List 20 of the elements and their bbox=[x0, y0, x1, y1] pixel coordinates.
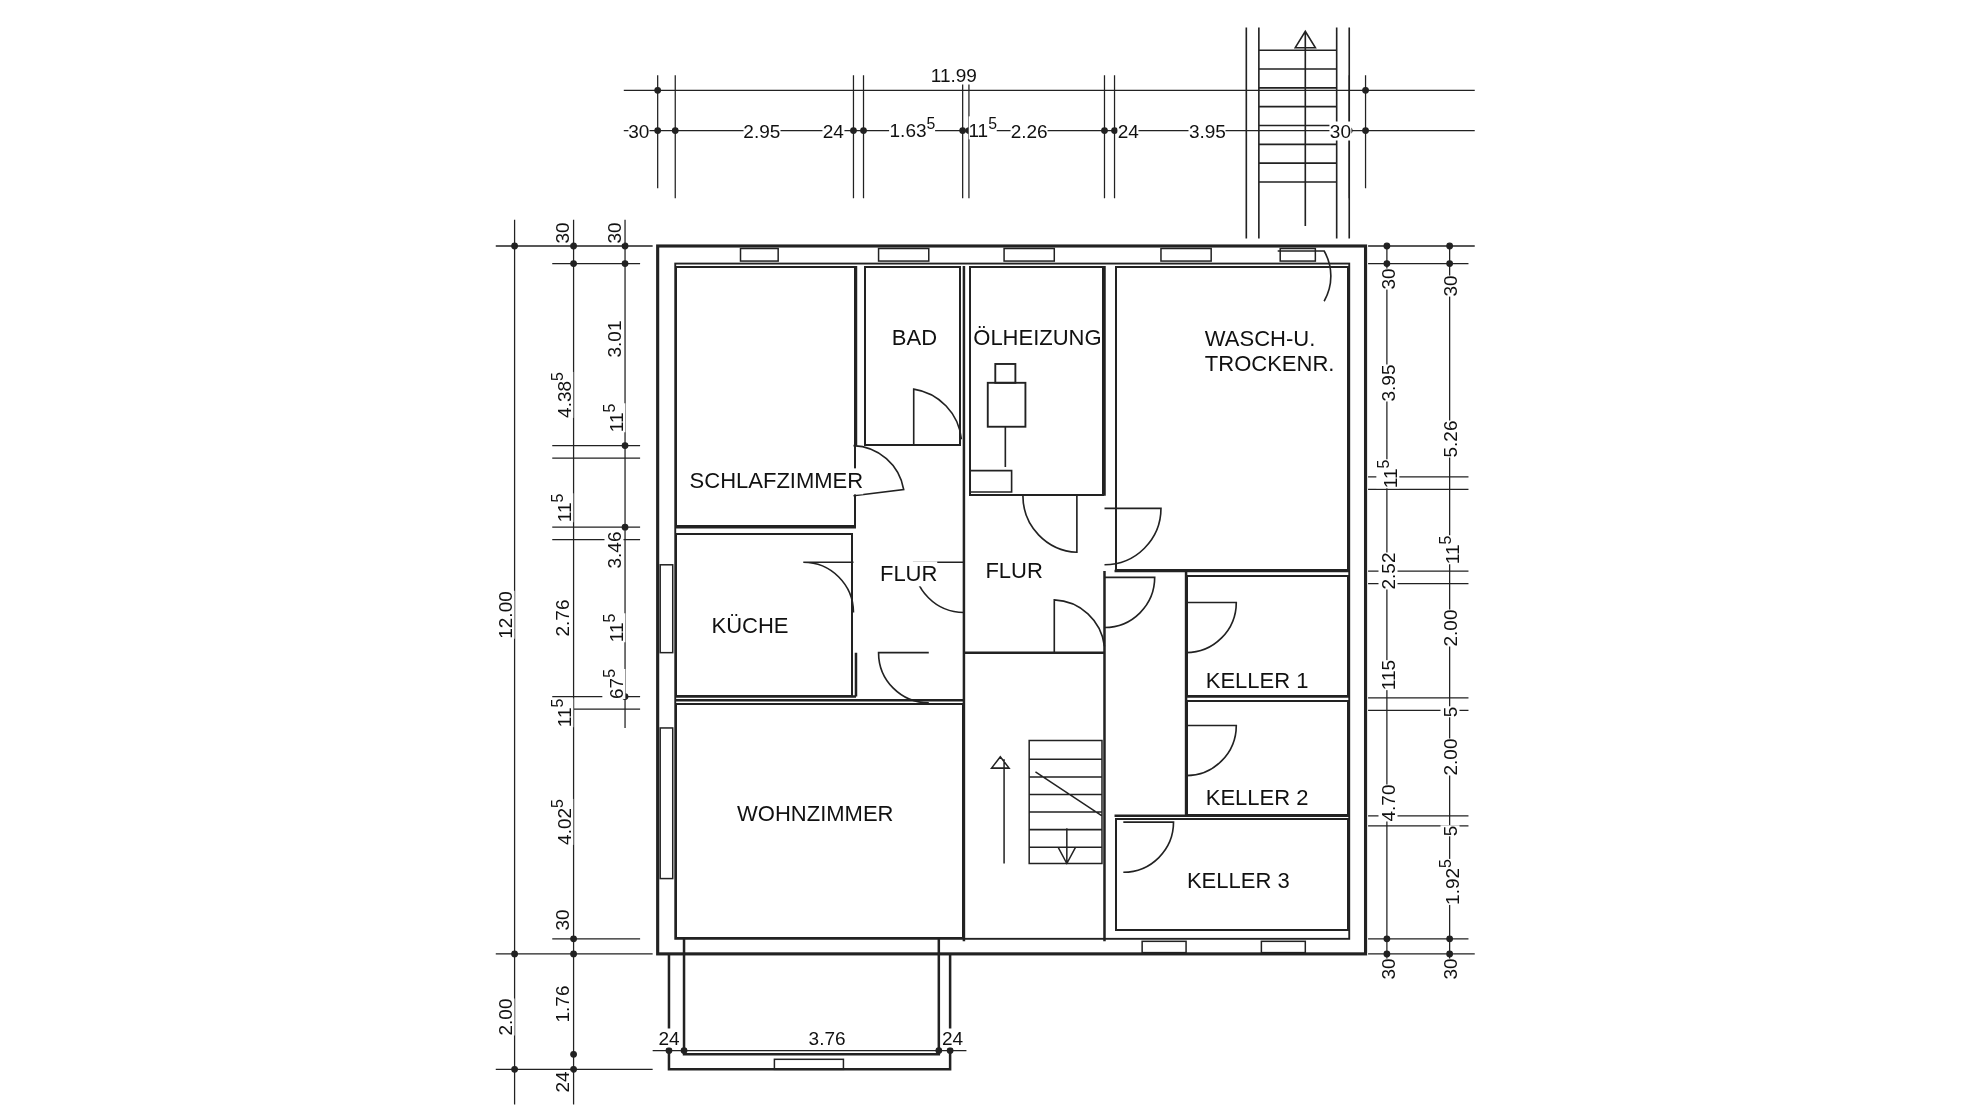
dimension-label: 5 bbox=[1440, 706, 1460, 717]
room-outline bbox=[675, 702, 964, 939]
dimension-label: 3.46 bbox=[604, 531, 624, 569]
dimension-label: 2.52 bbox=[1378, 552, 1398, 590]
room-name: SCHLAFZIMMER bbox=[689, 468, 864, 495]
room-outline bbox=[1114, 266, 1350, 572]
room-outline bbox=[968, 266, 1105, 496]
room-outline bbox=[675, 533, 854, 697]
dimension-label: 30 bbox=[1329, 121, 1351, 140]
dimension-label: 24 bbox=[942, 1028, 964, 1048]
room-outline bbox=[863, 266, 962, 446]
dimension-label: 24 bbox=[658, 1028, 680, 1048]
dimension-label: 5 bbox=[1440, 825, 1460, 837]
dimension-label: 4.70 bbox=[1378, 784, 1398, 822]
dimension-label: 11$^{5}$ bbox=[968, 116, 997, 140]
room-outline bbox=[1186, 574, 1350, 697]
room-outline bbox=[1114, 818, 1350, 932]
dimension-label: 1.63$^{5}$ bbox=[889, 116, 936, 140]
room-name: FLUR bbox=[879, 560, 938, 587]
room-outline bbox=[1186, 700, 1350, 816]
